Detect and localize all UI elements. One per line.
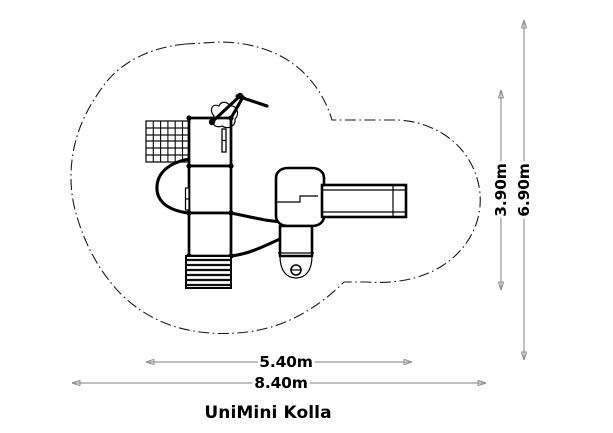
dimension-vertical-inner: 3.90m [489, 89, 513, 291]
stairs-icon [185, 255, 232, 289]
slide-tower [274, 166, 331, 279]
climbing-net-icon [145, 120, 191, 163]
dimension-horizontal-inner: 5.40m [145, 350, 413, 374]
climbing-bar-icon [208, 92, 269, 129]
safety-zone-outline [70, 41, 481, 334]
slide-chute [320, 183, 408, 219]
dimension-label-depth-inner: 3.90m [492, 163, 510, 216]
dimension-horizontal-outer: 8.40m [71, 371, 487, 395]
dimension-label-width-outer: 8.40m [254, 374, 307, 392]
curved-rail [155, 157, 191, 215]
drawing-title: UniMini Kolla [204, 403, 331, 423]
platform-deck [184, 115, 234, 259]
dimension-vertical-outer: 6.90m [512, 19, 536, 361]
dimension-label-depth-outer: 6.90m [515, 163, 533, 216]
dimension-label-width-inner: 5.40m [259, 353, 312, 371]
tunnel-connector-lower [229, 237, 282, 258]
